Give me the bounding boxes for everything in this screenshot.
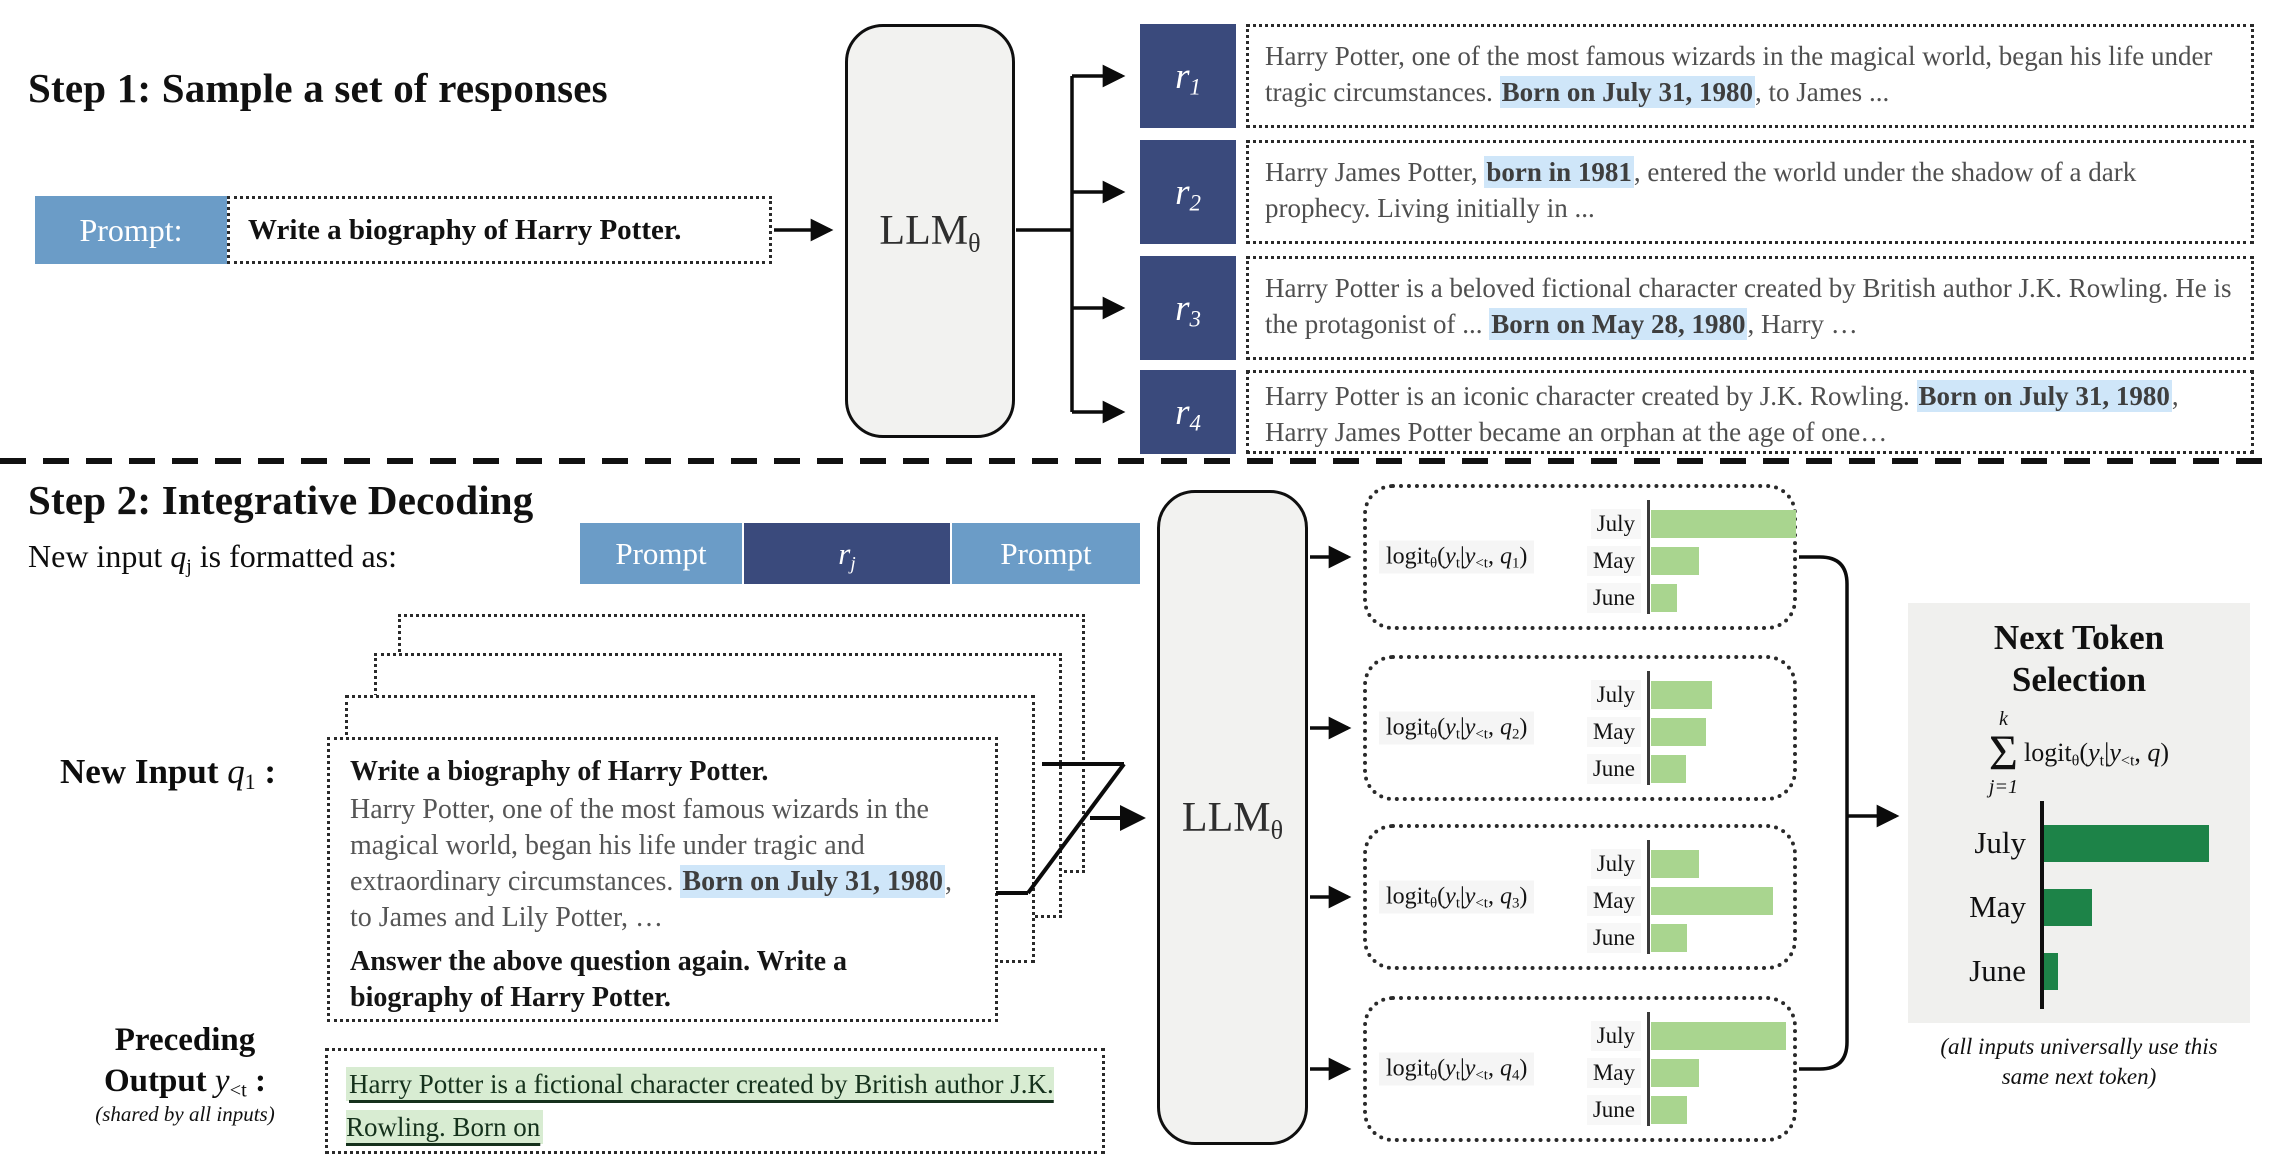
new-input-question: Write a biography of Harry Potter. — [350, 756, 769, 787]
token-label: July — [1590, 1021, 1641, 1051]
mini-bar-row: June — [1367, 754, 1801, 784]
bar-july — [1651, 681, 1712, 709]
panel-caption: (all inputs universally use this same ne… — [1940, 1034, 2218, 1089]
prompt-text-box: Write a biography of Harry Potter. — [227, 196, 772, 264]
mini-bar-row: May — [1367, 546, 1801, 576]
step1-title: Step 1: Sample a set of responses — [28, 65, 608, 111]
bar-june — [1651, 584, 1677, 612]
logit-formula: logitθ(yt|y<t, q3) — [1379, 880, 1535, 914]
bar-july — [1651, 510, 1796, 538]
logit-box-q4: logitθ(yt|y<t, q4) July May June — [1363, 996, 1797, 1142]
mini-bar-row: July — [1367, 509, 1801, 539]
logit-formula: logitθ(yt|y<t, q4) — [1379, 1052, 1535, 1086]
format-bar-prompt-left: Prompt — [580, 523, 742, 584]
llm-label: LLMθ — [879, 208, 981, 258]
logit-formula: logitθ(yt|y<t, q1) — [1379, 540, 1535, 574]
token-label: June — [1586, 583, 1641, 613]
logit-formula: logitθ(yt|y<t, q2) — [1379, 711, 1535, 745]
highlight-claim: Born on July 31, 1980 — [1916, 380, 2172, 412]
new-input-label: New Input q1 : — [60, 752, 277, 795]
response-text-r1: Harry Potter, one of the most famous wiz… — [1246, 24, 2254, 128]
mini-bar-row: June — [1367, 923, 1801, 953]
mini-bar-row: May — [1367, 1058, 1801, 1088]
bar-may — [1651, 718, 1706, 746]
response-badge-r2: r2 — [1140, 140, 1236, 244]
mini-chart-axis — [1647, 1012, 1650, 1126]
preceding-output-label: Preceding Output y<t : (shared by all in… — [20, 1022, 350, 1127]
token-label: July — [1974, 825, 2026, 860]
llm-box-step2: LLMθ — [1157, 490, 1308, 1145]
format-bar-prompt-right: Prompt — [952, 523, 1140, 584]
token-label: May — [1586, 886, 1641, 916]
highlight-claim: Born on July 31, 1980 — [1499, 76, 1755, 108]
token-label: June — [1586, 923, 1641, 953]
response-badge-r3: r3 — [1140, 256, 1236, 360]
preceding-output-box: Harry Potter is a fictional character cr… — [325, 1048, 1105, 1154]
prompt-label-box: Prompt: — [35, 196, 227, 264]
mini-bar-row: May — [1367, 886, 1801, 916]
mini-bar-row: July — [1367, 1021, 1801, 1051]
step2-title: Step 2: Integrative Decoding — [28, 477, 534, 523]
format-line: New input qj is formatted as: — [28, 538, 397, 578]
new-input-followup: Answer the above question again. Write a… — [350, 946, 848, 1013]
token-label: May — [1969, 889, 2026, 924]
token-label: June — [1969, 953, 2026, 988]
next-token-panel: Next Token Selection k Σ j=1 logitθ(yt|y… — [1908, 603, 2250, 1023]
final-bar-row: May — [1908, 887, 2250, 927]
llm-box-step1: LLMθ — [845, 24, 1015, 438]
sum-formula: k Σ j=1 logitθ(yt|y<t, q) — [1988, 708, 2170, 798]
section-divider — [0, 458, 2270, 464]
final-bar-row: June — [1908, 951, 2250, 991]
token-label: July — [1590, 509, 1641, 539]
mini-bar-row: June — [1367, 1095, 1801, 1125]
mini-chart-axis — [1647, 500, 1650, 614]
mini-chart-axis — [1647, 671, 1650, 785]
bar-may — [2044, 889, 2092, 926]
mini-bar-row: June — [1367, 583, 1801, 613]
bar-may — [1651, 547, 1699, 575]
token-label: May — [1586, 717, 1641, 747]
mini-chart-axis — [1647, 840, 1650, 954]
token-label: May — [1586, 546, 1641, 576]
mini-bar-row: July — [1367, 849, 1801, 879]
new-input-body: Harry Potter, one of the most famous wiz… — [350, 794, 953, 933]
bar-may — [1651, 1059, 1699, 1087]
prompt-text: Write a biography of Harry Potter. — [248, 213, 682, 246]
token-label: June — [1586, 1095, 1641, 1125]
bar-july — [1651, 1022, 1786, 1050]
mini-bar-row: July — [1367, 680, 1801, 710]
bar-june — [1651, 1096, 1687, 1124]
logit-box-q3: logitθ(yt|y<t, q3) July May June — [1363, 824, 1797, 970]
response-text-r3: Harry Potter is a beloved fictional char… — [1246, 256, 2254, 360]
highlight-claim: born in 1981 — [1484, 156, 1634, 188]
response-badge-r4: r4 — [1140, 370, 1236, 454]
response-text-r2: Harry James Potter, born in 1981, entere… — [1246, 140, 2254, 244]
response-text-r4: Harry Potter is an iconic character crea… — [1246, 370, 2254, 454]
final-chart-axis — [2040, 801, 2044, 1009]
response-badge-r1: r1 — [1140, 24, 1236, 128]
next-token-title: Next Token Selection — [1993, 618, 2165, 699]
bar-june — [1651, 755, 1686, 783]
mini-bar-row: May — [1367, 717, 1801, 747]
preceding-output-text: Harry Potter is a fictional character cr… — [346, 1067, 1054, 1144]
bar-june — [2044, 953, 2058, 990]
logit-box-q1: logitθ(yt|y<t, q1) July May June — [1363, 484, 1797, 630]
prompt-label: Prompt: — [79, 211, 183, 248]
format-bar-rj: rj — [744, 523, 950, 584]
preceding-note: (shared by all inputs) — [95, 1102, 275, 1126]
token-label: July — [1590, 680, 1641, 710]
token-label: May — [1586, 1058, 1641, 1088]
bar-july — [1651, 850, 1699, 878]
llm-label: LLMθ — [1181, 794, 1284, 844]
highlight-claim: Born on May 28, 1980 — [1489, 308, 1748, 340]
logit-box-q2: logitθ(yt|y<t, q2) July May June — [1363, 655, 1797, 801]
new-input-box: Write a biography of Harry Potter. Harry… — [327, 737, 998, 1022]
token-label: July — [1590, 849, 1641, 879]
final-bar-row: July — [1908, 823, 2250, 863]
bar-july — [2044, 825, 2209, 862]
bar-june — [1651, 924, 1687, 952]
token-label: June — [1586, 754, 1641, 784]
bar-may — [1651, 887, 1773, 915]
highlight-claim: Born on July 31, 1980 — [680, 865, 946, 898]
